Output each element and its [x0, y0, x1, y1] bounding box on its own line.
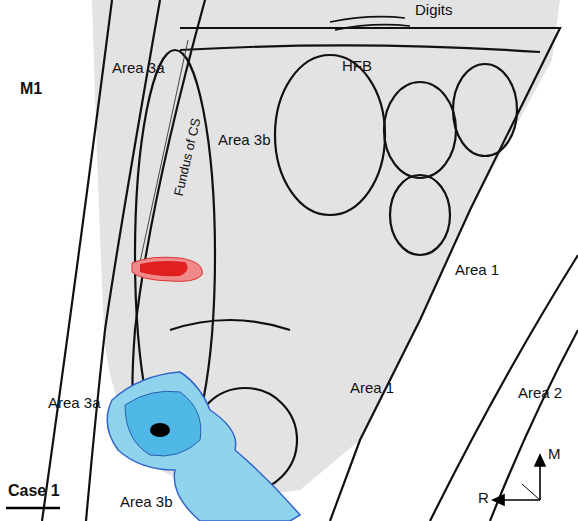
area-2-border: [430, 255, 578, 521]
body-part-oval: [453, 64, 517, 156]
area-label: M1: [20, 80, 42, 98]
blue-zone-outer: [107, 372, 300, 521]
area-label: Area 1: [455, 262, 499, 279]
red-zone-inner: [140, 261, 188, 276]
recorded-region: [92, 0, 560, 500]
blue-zone-inner: [125, 391, 201, 456]
area-2-border: [490, 330, 578, 521]
area-label: Area 1: [350, 380, 394, 397]
area-label: Area 2: [518, 385, 562, 402]
axis-line: [500, 499, 540, 501]
red-zone-outer: [132, 257, 202, 281]
body-part-oval: [390, 175, 450, 255]
area-3b-1-border: [180, 28, 560, 521]
area-label: Area 3a: [112, 60, 165, 77]
hfb-border: [180, 45, 540, 52]
axis-arrowhead: [535, 455, 545, 466]
m1-border: [42, 0, 112, 521]
axis-label: R: [478, 490, 489, 507]
digits-label: Digits: [415, 2, 453, 19]
axis-line: [522, 484, 540, 500]
scale-bar: [6, 507, 60, 510]
axis-line: [539, 462, 541, 500]
digit-arc: [330, 17, 405, 22]
digit-arc: [335, 25, 410, 30]
injection-site: [150, 423, 170, 437]
case-label: Case 1: [8, 482, 60, 500]
body-part-oval: [384, 82, 456, 178]
hfb-label: HFB: [342, 58, 372, 75]
area-label: Area 3b: [218, 132, 271, 149]
axis-arrowhead: [493, 495, 504, 505]
oval-border: [170, 320, 290, 330]
axis-label: M: [548, 446, 561, 463]
body-part-oval: [275, 55, 385, 215]
area-label: Area 3a: [48, 395, 101, 412]
area-label: Area 3b: [120, 494, 173, 511]
